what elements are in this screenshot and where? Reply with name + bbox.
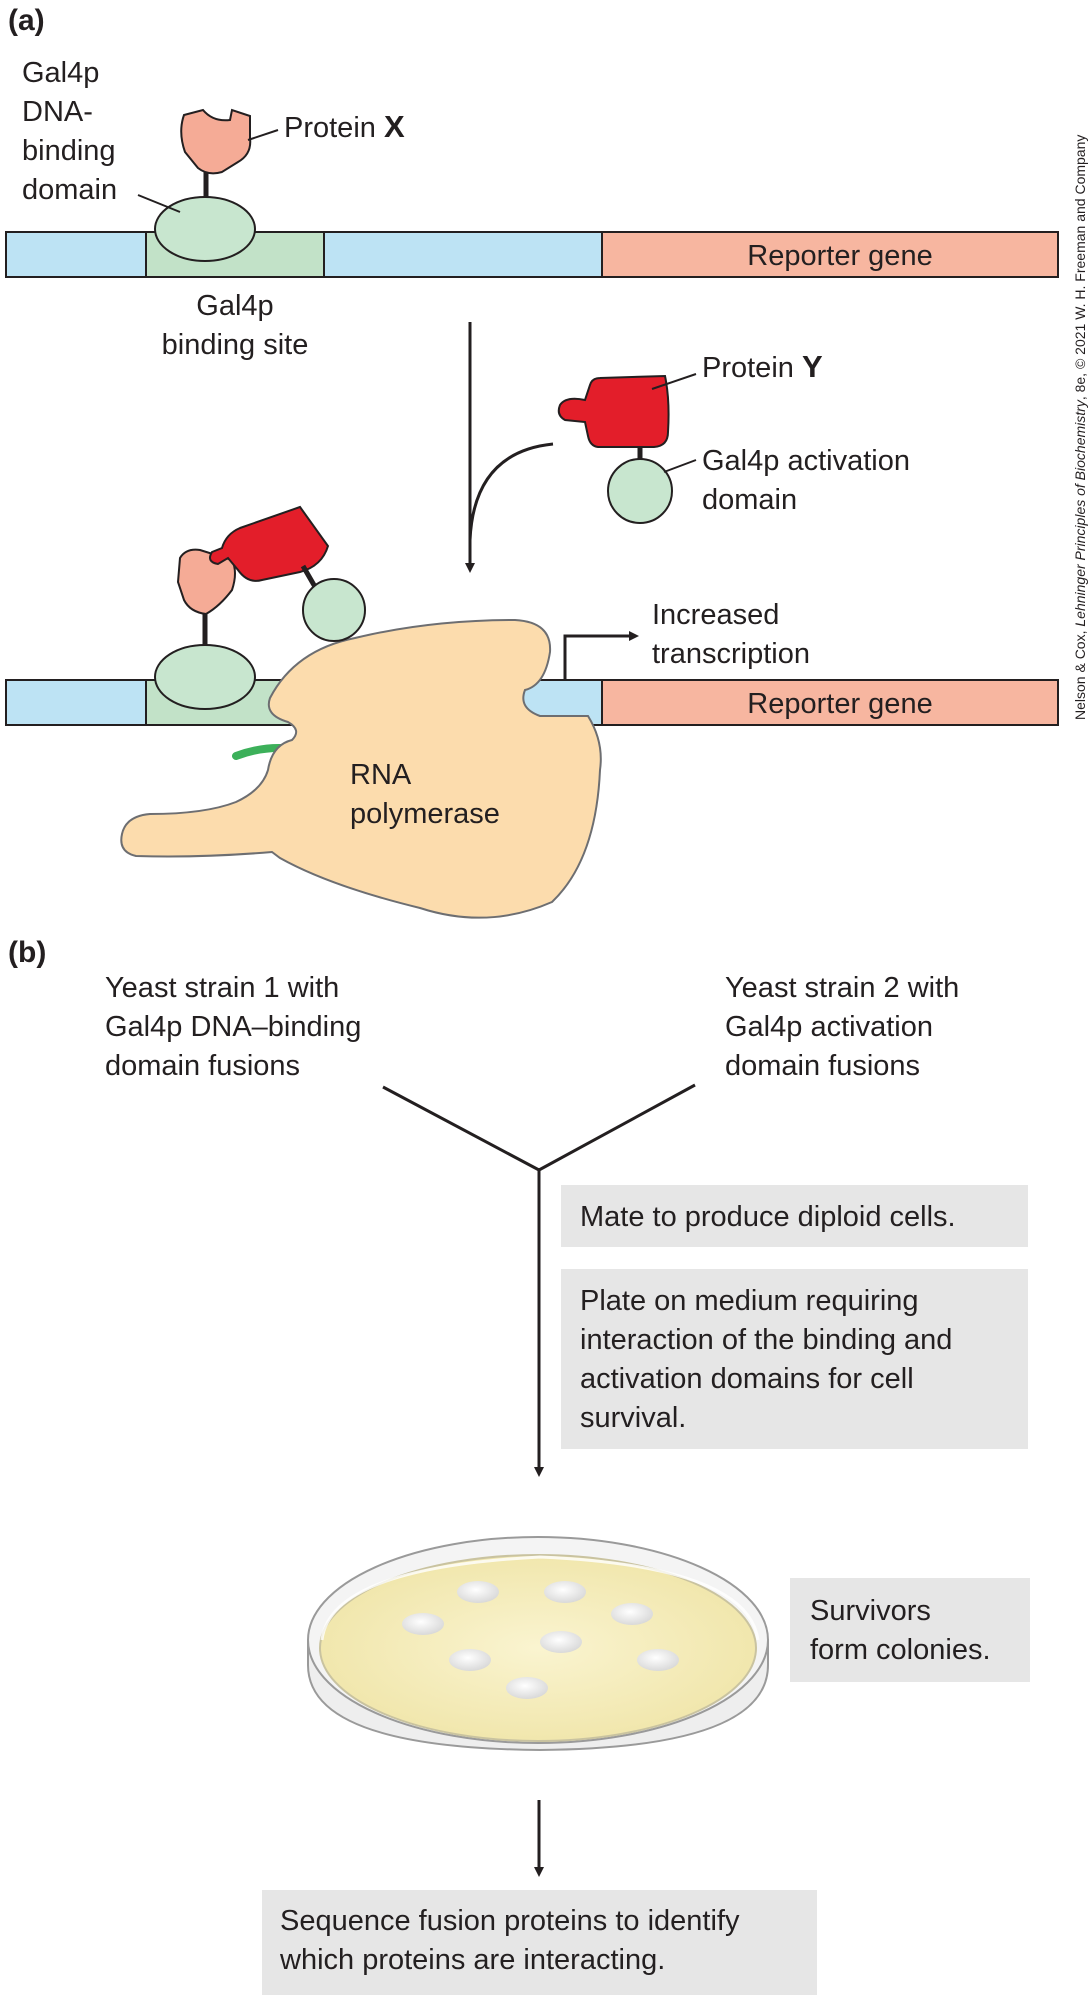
svg-text:binding: binding [22,135,116,167]
svg-text:polymerase: polymerase [350,798,500,830]
protein-y-free [557,374,670,448]
mate-step-text: Mate to produce diploid cells. [580,1201,956,1233]
survivors-text: Survivors form colonies. [810,1595,991,1666]
leader-activation-domain [663,459,697,473]
plate-step-box [561,1269,1028,1449]
dna-binding-domain-bottom [154,644,256,710]
mate-step-box [561,1185,1028,1247]
svg-text:DNA-: DNA- [22,96,93,128]
increased-transcription-label: Increased transcription [652,599,810,670]
reporter-gene-label-top: Reporter gene [747,240,932,272]
petri-dish [307,1536,769,1752]
plate-step-text: Plate on medium requiring interaction of… [580,1285,952,1434]
svg-text:domain: domain [702,484,797,516]
svg-text:form colonies.: form colonies. [810,1634,991,1666]
strain-1-label: Yeast strain 1 with Gal4p DNA–binding do… [105,972,361,1082]
sequence-step-box [262,1890,817,1995]
protein-y-label: Protein Y [702,349,823,384]
protein-y-bound [209,505,330,582]
activation-domain-bound [302,578,366,642]
svg-text:which proteins are interacting: which proteins are interacting. [279,1944,665,1976]
svg-text:Plate on medium requiring: Plate on medium requiring [580,1285,919,1317]
protein-x-label: Protein X [284,109,405,144]
svg-text:survival.: survival. [580,1402,686,1434]
protein-x-bottom [176,548,236,616]
svg-text:domain fusions: domain fusions [105,1050,300,1082]
activation-domain-label: Gal4p activation domain [702,445,910,516]
binding-site-label: Gal4p binding site [162,290,309,361]
svg-text:Yeast strain 2 with: Yeast strain 2 with [725,972,959,1004]
leader-protein-y [651,373,697,390]
svg-text:domain: domain [22,174,117,206]
svg-text:Increased: Increased [652,599,779,631]
arrow-curve-join [468,442,554,541]
svg-text:activation domains for cell: activation domains for cell [580,1363,914,1395]
svg-text:Gal4p activation: Gal4p activation [725,1011,933,1043]
panel-a-label: (a) [8,4,45,37]
strain-2-label: Yeast strain 2 with Gal4p activation dom… [725,972,959,1082]
rna-polymerase [120,618,602,919]
activation-domain-free [607,458,673,524]
mating-lines [382,1083,696,1172]
transcription-start-arrow [563,631,639,680]
survivors-box [790,1578,1030,1682]
svg-text:binding site: binding site [162,329,309,361]
protein-x-top [180,108,252,175]
reporter-gene-label-bottom: Reporter gene [747,688,932,720]
svg-text:Gal4p activation: Gal4p activation [702,445,910,477]
sequence-step-text: Sequence fusion proteins to identify whi… [279,1905,740,1976]
rna-polymerase-label: RNA polymerase [350,759,500,830]
copyright-credit: Nelson & Cox, Lehninger Principles of Bi… [1072,135,1088,720]
svg-text:Gal4p: Gal4p [22,57,99,89]
svg-text:interaction of the binding and: interaction of the binding and [580,1324,952,1356]
svg-text:domain fusions: domain fusions [725,1050,920,1082]
leader-protein-x [247,129,279,141]
dna-binding-domain-label: Gal4p DNA- binding domain [22,57,117,206]
leader-dna-binding-domain [137,194,181,213]
svg-text:RNA: RNA [350,759,412,791]
svg-text:Gal4p DNA–binding: Gal4p DNA–binding [105,1011,361,1043]
svg-text:Survivors: Survivors [810,1595,931,1627]
svg-text:Gal4p: Gal4p [196,290,273,322]
colonies [402,1581,679,1699]
svg-text:transcription: transcription [652,638,810,670]
svg-text:Sequence fusion proteins to id: Sequence fusion proteins to identify [280,1905,740,1937]
panel-b-label: (b) [8,936,46,969]
svg-text:Yeast strain 1 with: Yeast strain 1 with [105,972,339,1004]
dna-binding-domain-top [154,196,256,262]
